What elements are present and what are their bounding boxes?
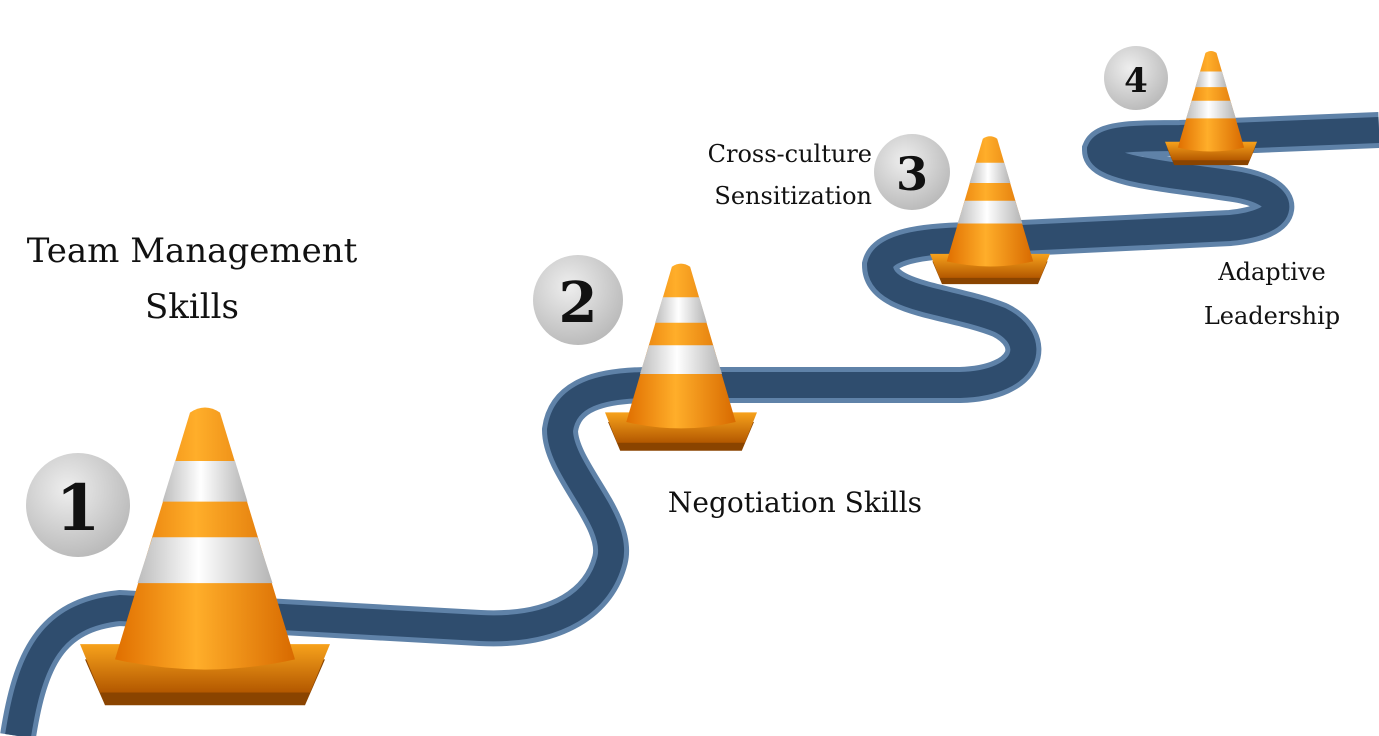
step-number: 3: [896, 147, 928, 201]
heading-line-1: Team Management: [27, 231, 358, 271]
heading-line-2: Skills: [145, 287, 239, 327]
traffic-cone-icon-1: [80, 407, 330, 706]
traffic-cone-icon-2: [605, 263, 757, 451]
step-number: 4: [1124, 61, 1148, 101]
road: [0, 112, 1379, 736]
step-badge-3: 3: [874, 134, 950, 210]
step-badge-1: 1: [26, 453, 130, 557]
step-2-label: Negotiation Skills: [668, 486, 922, 519]
traffic-cone-icon-4: [1165, 50, 1257, 166]
step-3-label-line-2: Sensitization: [714, 182, 872, 210]
step-3-label-line-1: Cross-culture: [708, 140, 872, 168]
step-badge-4: 4: [1104, 46, 1168, 110]
step-4-label-line-1: Adaptive: [1217, 258, 1325, 286]
step-badge-2: 2: [533, 255, 623, 345]
traffic-cone-icon-3: [930, 136, 1050, 285]
step-number: 2: [559, 270, 598, 336]
step-number: 1: [56, 471, 101, 546]
step-4-label-line-2: Leadership: [1204, 302, 1340, 330]
